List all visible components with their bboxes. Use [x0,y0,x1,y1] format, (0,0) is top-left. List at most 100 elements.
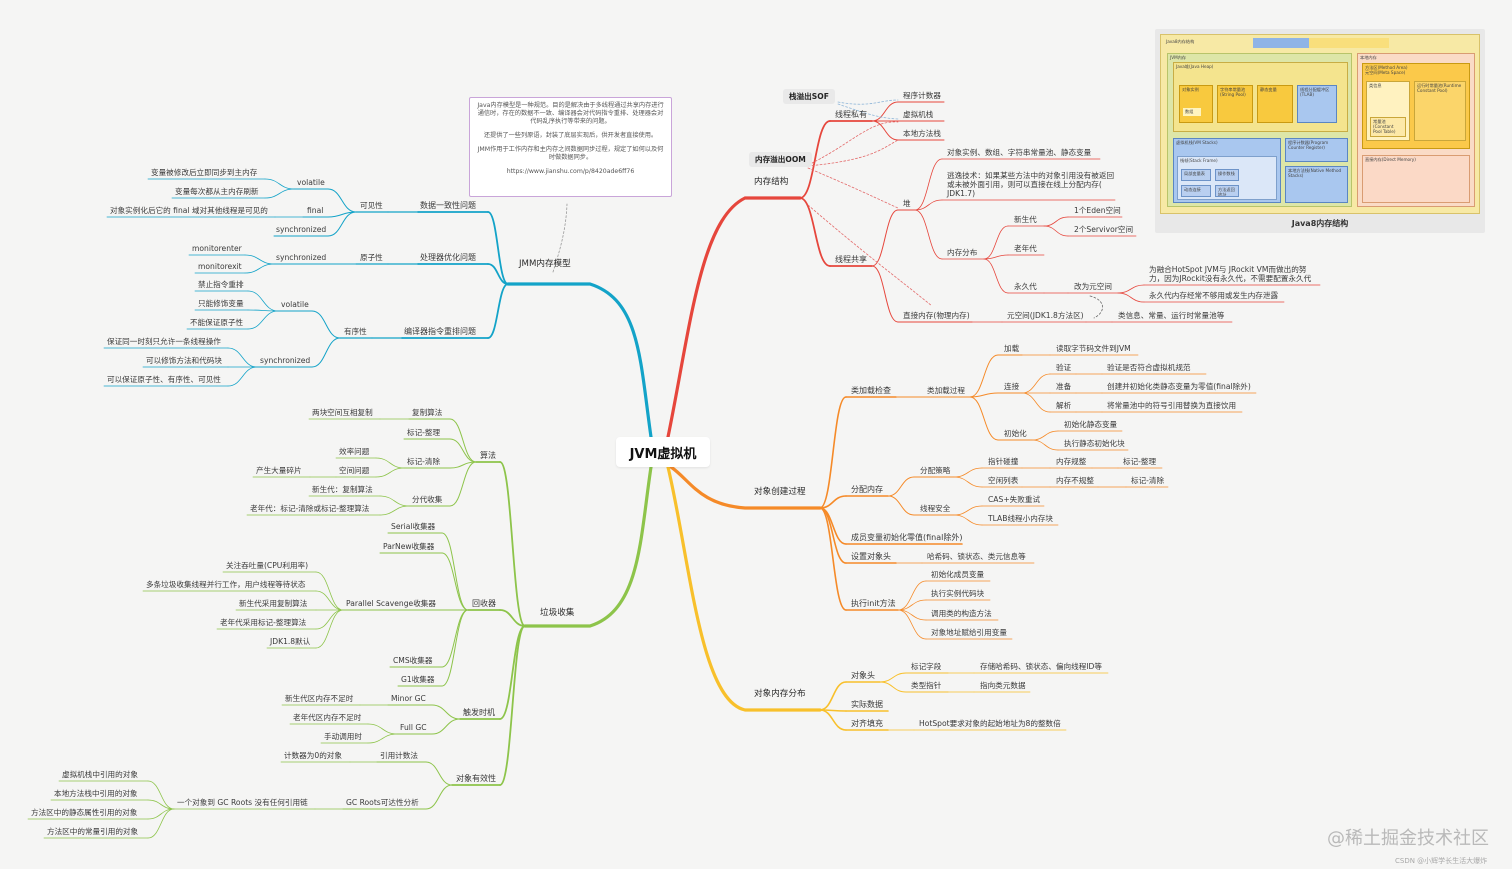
node-alloc[interactable]: 分配内存 [851,485,883,494]
node-copy-1[interactable]: 两块空间互相复制 [312,408,373,417]
node-resolve[interactable]: 解析 [1056,401,1072,410]
node-im-4[interactable]: 对象地址赋给引用变量 [931,628,1007,637]
node-monitorenter[interactable]: monitorenter [192,244,242,253]
node-ref-1[interactable]: 计数器为0的对象 [284,751,342,760]
node-verify[interactable]: 验证 [1056,363,1072,372]
note-link[interactable]: https://www.jianshu.com/p/8420ade6ff76 [506,168,635,175]
node-padding-1[interactable]: HotSpot要求对象的起始地址为8的整数倍 [919,719,1061,728]
node-serial[interactable]: Serial收集器 [391,522,436,531]
node-bump-2[interactable]: 标记-整理 [1123,457,1157,466]
node-bump-1[interactable]: 内存规整 [1056,457,1087,466]
node-ps-3[interactable]: 新生代采用复制算法 [239,599,308,608]
node-header-1[interactable]: 哈希码、锁状态、类元信息等 [927,552,1026,561]
node-refcount[interactable]: 引用计数法 [380,751,418,760]
node-minor-1[interactable]: 新生代区内存不足时 [285,694,354,703]
node-obj-header[interactable]: 对象头 [851,671,875,680]
node-vis-final-1[interactable]: 对象实例化后它的 final 域对其他线程是可见的 [110,206,268,215]
node-root-2[interactable]: 本地方法栈中引用的对象 [54,789,138,798]
node-monitorexit[interactable]: monitorexit [198,262,242,271]
node-visibility[interactable]: 可见性 [360,201,383,210]
oom-callout[interactable]: 内存溢出OOM [749,152,812,167]
node-ord-vol-1[interactable]: 禁止指令重排 [198,280,244,289]
node-meta[interactable]: 元空间(JDK1.8方法区) [1007,311,1084,320]
node-bump[interactable]: 指针碰撞 [988,457,1019,466]
node-collectors[interactable]: 回收器 [472,599,496,608]
root-node[interactable]: JVM虚拟机 [616,437,710,467]
node-parallel[interactable]: Parallel Scavenge收集器 [346,599,436,608]
node-heap-1[interactable]: 对象实例、数组、字符串常量池、静态变量 [947,148,1092,157]
node-memory[interactable]: 内存结构 [754,177,789,187]
node-vis-volatile[interactable]: volatile [297,178,325,187]
node-prepare[interactable]: 准备 [1056,382,1072,391]
node-jmm[interactable]: JMM内存模型 [519,259,571,269]
node-algorithms[interactable]: 算法 [480,451,496,460]
node-freelist[interactable]: 空闲列表 [988,476,1019,485]
node-ord-volatile[interactable]: volatile [281,300,309,309]
node-ord-vol-2[interactable]: 只能修饰变量 [198,299,244,308]
node-class-load[interactable]: 类加载过程 [927,386,965,395]
node-padding[interactable]: 对齐填充 [851,719,883,728]
node-generational[interactable]: 分代收集 [412,495,443,504]
node-strategy[interactable]: 分配策略 [920,466,951,475]
node-full-1[interactable]: 老年代区内存不足时 [293,713,362,722]
node-im-1[interactable]: 初始化成员变量 [931,570,985,579]
node-eden[interactable]: 1个Eden空间 [1074,206,1121,215]
node-zero-init[interactable]: 成员变量初始化零值(final除外) [851,533,963,542]
node-gcroots[interactable]: GC Roots可达性分析 [346,798,419,807]
node-root-1[interactable]: 虚拟机栈中引用的对象 [62,770,138,779]
node-full-gc[interactable]: Full GC [400,723,427,732]
node-ps-2[interactable]: 多条垃圾收集线程并行工作，用户线程等待状态 [146,580,306,589]
java8-memory-thumbnail[interactable]: Java8内存结构 JVM内存 Java堆(Java Heap) 对象实例 数组… [1155,29,1485,233]
node-mark-compact[interactable]: 标记-整理 [407,428,441,437]
node-ms-1[interactable]: 效率问题 [339,447,370,456]
node-root-3[interactable]: 方法区中的静态属性引用的对象 [31,808,138,817]
node-vis-volatile-2[interactable]: 变量每次都从主内存刷新 [175,187,259,196]
node-thread-shared[interactable]: 线程共享 [835,255,867,264]
node-ms-2[interactable]: 空间问题 [339,466,370,475]
node-data-consistency[interactable]: 数据一致性问题 [420,201,476,210]
node-ord-sync-1[interactable]: 保证同一时刻只允许一条线程操作 [107,337,221,346]
node-perm[interactable]: 永久代 [1014,282,1037,291]
node-freelist-1[interactable]: 内存不规整 [1056,476,1094,485]
node-instance-data[interactable]: 实际数据 [851,700,883,709]
node-load-1[interactable]: 读取字节码文件到JVM [1056,344,1131,353]
node-verify-1[interactable]: 验证是否符合虚拟机规范 [1107,363,1191,372]
node-perm-1[interactable]: 为融合HotSpot JVM与 JRockit VM而做出的努力，因为JRock… [1149,265,1312,283]
node-to-meta[interactable]: 改为元空间 [1074,282,1112,291]
node-g1[interactable]: G1收集器 [401,675,435,684]
node-heap[interactable]: 堆 [903,199,911,208]
node-minor-gc[interactable]: Minor GC [391,694,426,703]
node-gcr-1[interactable]: 一个对象到 GC Roots 没有任何引用链 [177,798,308,807]
node-mem-layout[interactable]: 内存分布 [947,248,978,257]
node-ps-5[interactable]: JDK1.8默认 [270,637,311,646]
node-resolve-1[interactable]: 将常量池中的符号引用替换为直接饮用 [1107,401,1237,410]
node-heap-2[interactable]: 逃逸技术：如果某些方法中的对象引用没有被返回或未被外面引用，则可以直接在线上分配… [947,171,1115,198]
node-ord-sync[interactable]: synchronized [260,356,311,365]
node-ordering[interactable]: 有序性 [344,327,367,336]
node-young[interactable]: 新生代 [1014,215,1037,224]
node-vis-sync[interactable]: synchronized [276,225,327,234]
node-init-1[interactable]: 初始化静态变量 [1064,420,1118,429]
node-atom-sync[interactable]: synchronized [276,253,327,262]
node-load[interactable]: 加载 [1004,344,1020,353]
node-mark-word[interactable]: 标记字段 [911,662,942,671]
sof-callout[interactable]: 栈溢出SOF [783,89,835,104]
node-thread-private[interactable]: 线程私有 [835,110,867,119]
node-freelist-2[interactable]: 标记-清除 [1131,476,1165,485]
node-ps-4[interactable]: 老年代采用标记-整理算法 [220,618,307,627]
node-vm-stack[interactable]: 虚拟机栈 [903,110,934,119]
node-pc[interactable]: 程序计数器 [903,91,941,100]
node-init[interactable]: 初始化 [1004,429,1027,438]
node-ord-sync-2[interactable]: 可以修饰方法和代码块 [146,356,222,365]
node-mark-1[interactable]: 存储哈希码、锁状态、偏向线程ID等 [980,662,1102,671]
node-init-2[interactable]: 执行静态初始化块 [1064,439,1125,448]
node-mark-sweep[interactable]: 标记-清除 [407,457,441,466]
node-gen-1[interactable]: 新生代：复制算法 [312,485,373,494]
node-copy[interactable]: 复制算法 [412,408,443,417]
node-cas[interactable]: CAS+失败重试 [988,495,1041,504]
node-meta-1[interactable]: 类信息、常量、运行时常量池等 [1118,311,1225,320]
node-creation[interactable]: 对象创建过程 [754,487,806,497]
node-vis-volatile-1[interactable]: 变量被修改后立即同步到主内存 [151,168,258,177]
node-ord-sync-3[interactable]: 可以保证原子性、有序性、可见性 [107,375,221,384]
node-gc[interactable]: 垃圾收集 [540,608,575,618]
